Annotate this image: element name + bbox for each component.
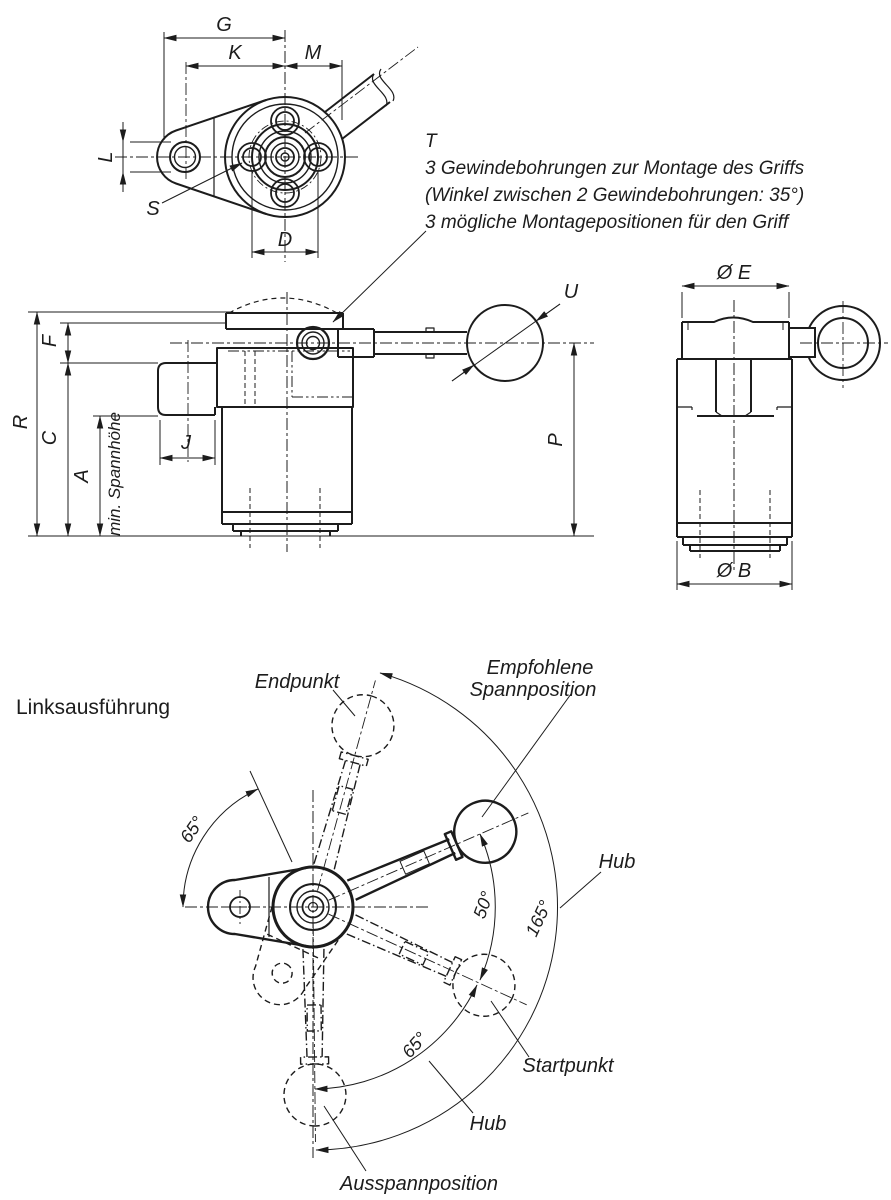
side-view-dimensions — [28, 303, 594, 537]
recommended-position-label-line2: Spannposition — [470, 679, 597, 701]
front-view-centerlines — [699, 300, 888, 570]
flange-rotated — [252, 896, 346, 1006]
note-label-t: T — [425, 131, 438, 152]
dim-label-dia-b: Ø B — [716, 560, 751, 582]
front-view-outline — [676, 316, 869, 552]
side-view-centerlines — [170, 292, 594, 552]
stroke-label-right: Hub — [599, 851, 636, 873]
angle-label-stroke-165: 165° — [522, 897, 556, 939]
swing-centerlines — [185, 770, 430, 1158]
dim-label-dia-e: Ø E — [716, 262, 752, 284]
dim-label-m: M — [305, 42, 322, 64]
angle-label-clamp-50: 50° — [469, 889, 497, 921]
dim-label-j: J — [180, 432, 192, 454]
start-point-label: Startpunkt — [522, 1055, 615, 1077]
dim-label-d: D — [278, 229, 292, 251]
note-line-1: 3 Gewindebohrungen zur Montage des Griff… — [425, 158, 805, 179]
dim-label-l: L — [95, 151, 117, 162]
stroke-label-bottom: Hub — [470, 1113, 507, 1135]
dim-label-a: A — [71, 469, 93, 483]
front-view-dimensions — [676, 282, 793, 590]
dim-label-f: F — [39, 333, 61, 347]
thread-note: T 3 Gewindebohrungen zur Montage des Gri… — [332, 131, 805, 323]
handle-start — [328, 913, 527, 1017]
angle-label-flange-65: 65° — [176, 813, 208, 847]
dim-label-s: S — [146, 198, 160, 220]
dim-label-u: U — [564, 281, 579, 303]
note-leader-line — [332, 230, 427, 323]
endpoint-label: Endpunkt — [255, 671, 341, 693]
side-view-hidden-lines — [228, 350, 352, 548]
note-line-3: 3 mögliche Montagepositionen für den Gri… — [425, 212, 790, 233]
swing-arcs — [179, 672, 558, 1154]
swing-diagram: Linksausführung Endpunkt Empfohlene Span… — [16, 657, 635, 1195]
top-view-dimensions — [119, 32, 343, 258]
min-clamp-height-label: min. Spannhöhe — [105, 412, 124, 536]
variant-title: Linksausführung — [16, 696, 170, 719]
angle-label-release-65: 65° — [398, 1028, 431, 1062]
release-position-label: Ausspannposition — [339, 1173, 498, 1195]
side-view-outline — [157, 297, 544, 536]
dim-label-r: R — [10, 415, 32, 429]
dim-label-p: P — [545, 433, 567, 447]
dim-label-k: K — [228, 42, 243, 64]
swing-leaders — [323, 689, 602, 1172]
dim-label-g: G — [216, 14, 232, 36]
top-view-centerlines — [115, 30, 419, 262]
top-view: G K M L S D — [95, 14, 419, 262]
note-line-2: (Winkel zwischen 2 Gewindebohrungen: 35°… — [425, 185, 804, 206]
dim-label-c: C — [39, 430, 61, 445]
front-view: Ø E Ø B — [676, 262, 888, 590]
recommended-position-label-line1: Empfohlene — [487, 657, 594, 679]
side-view: R F C A min. Spannhöhe J P U — [10, 281, 594, 552]
